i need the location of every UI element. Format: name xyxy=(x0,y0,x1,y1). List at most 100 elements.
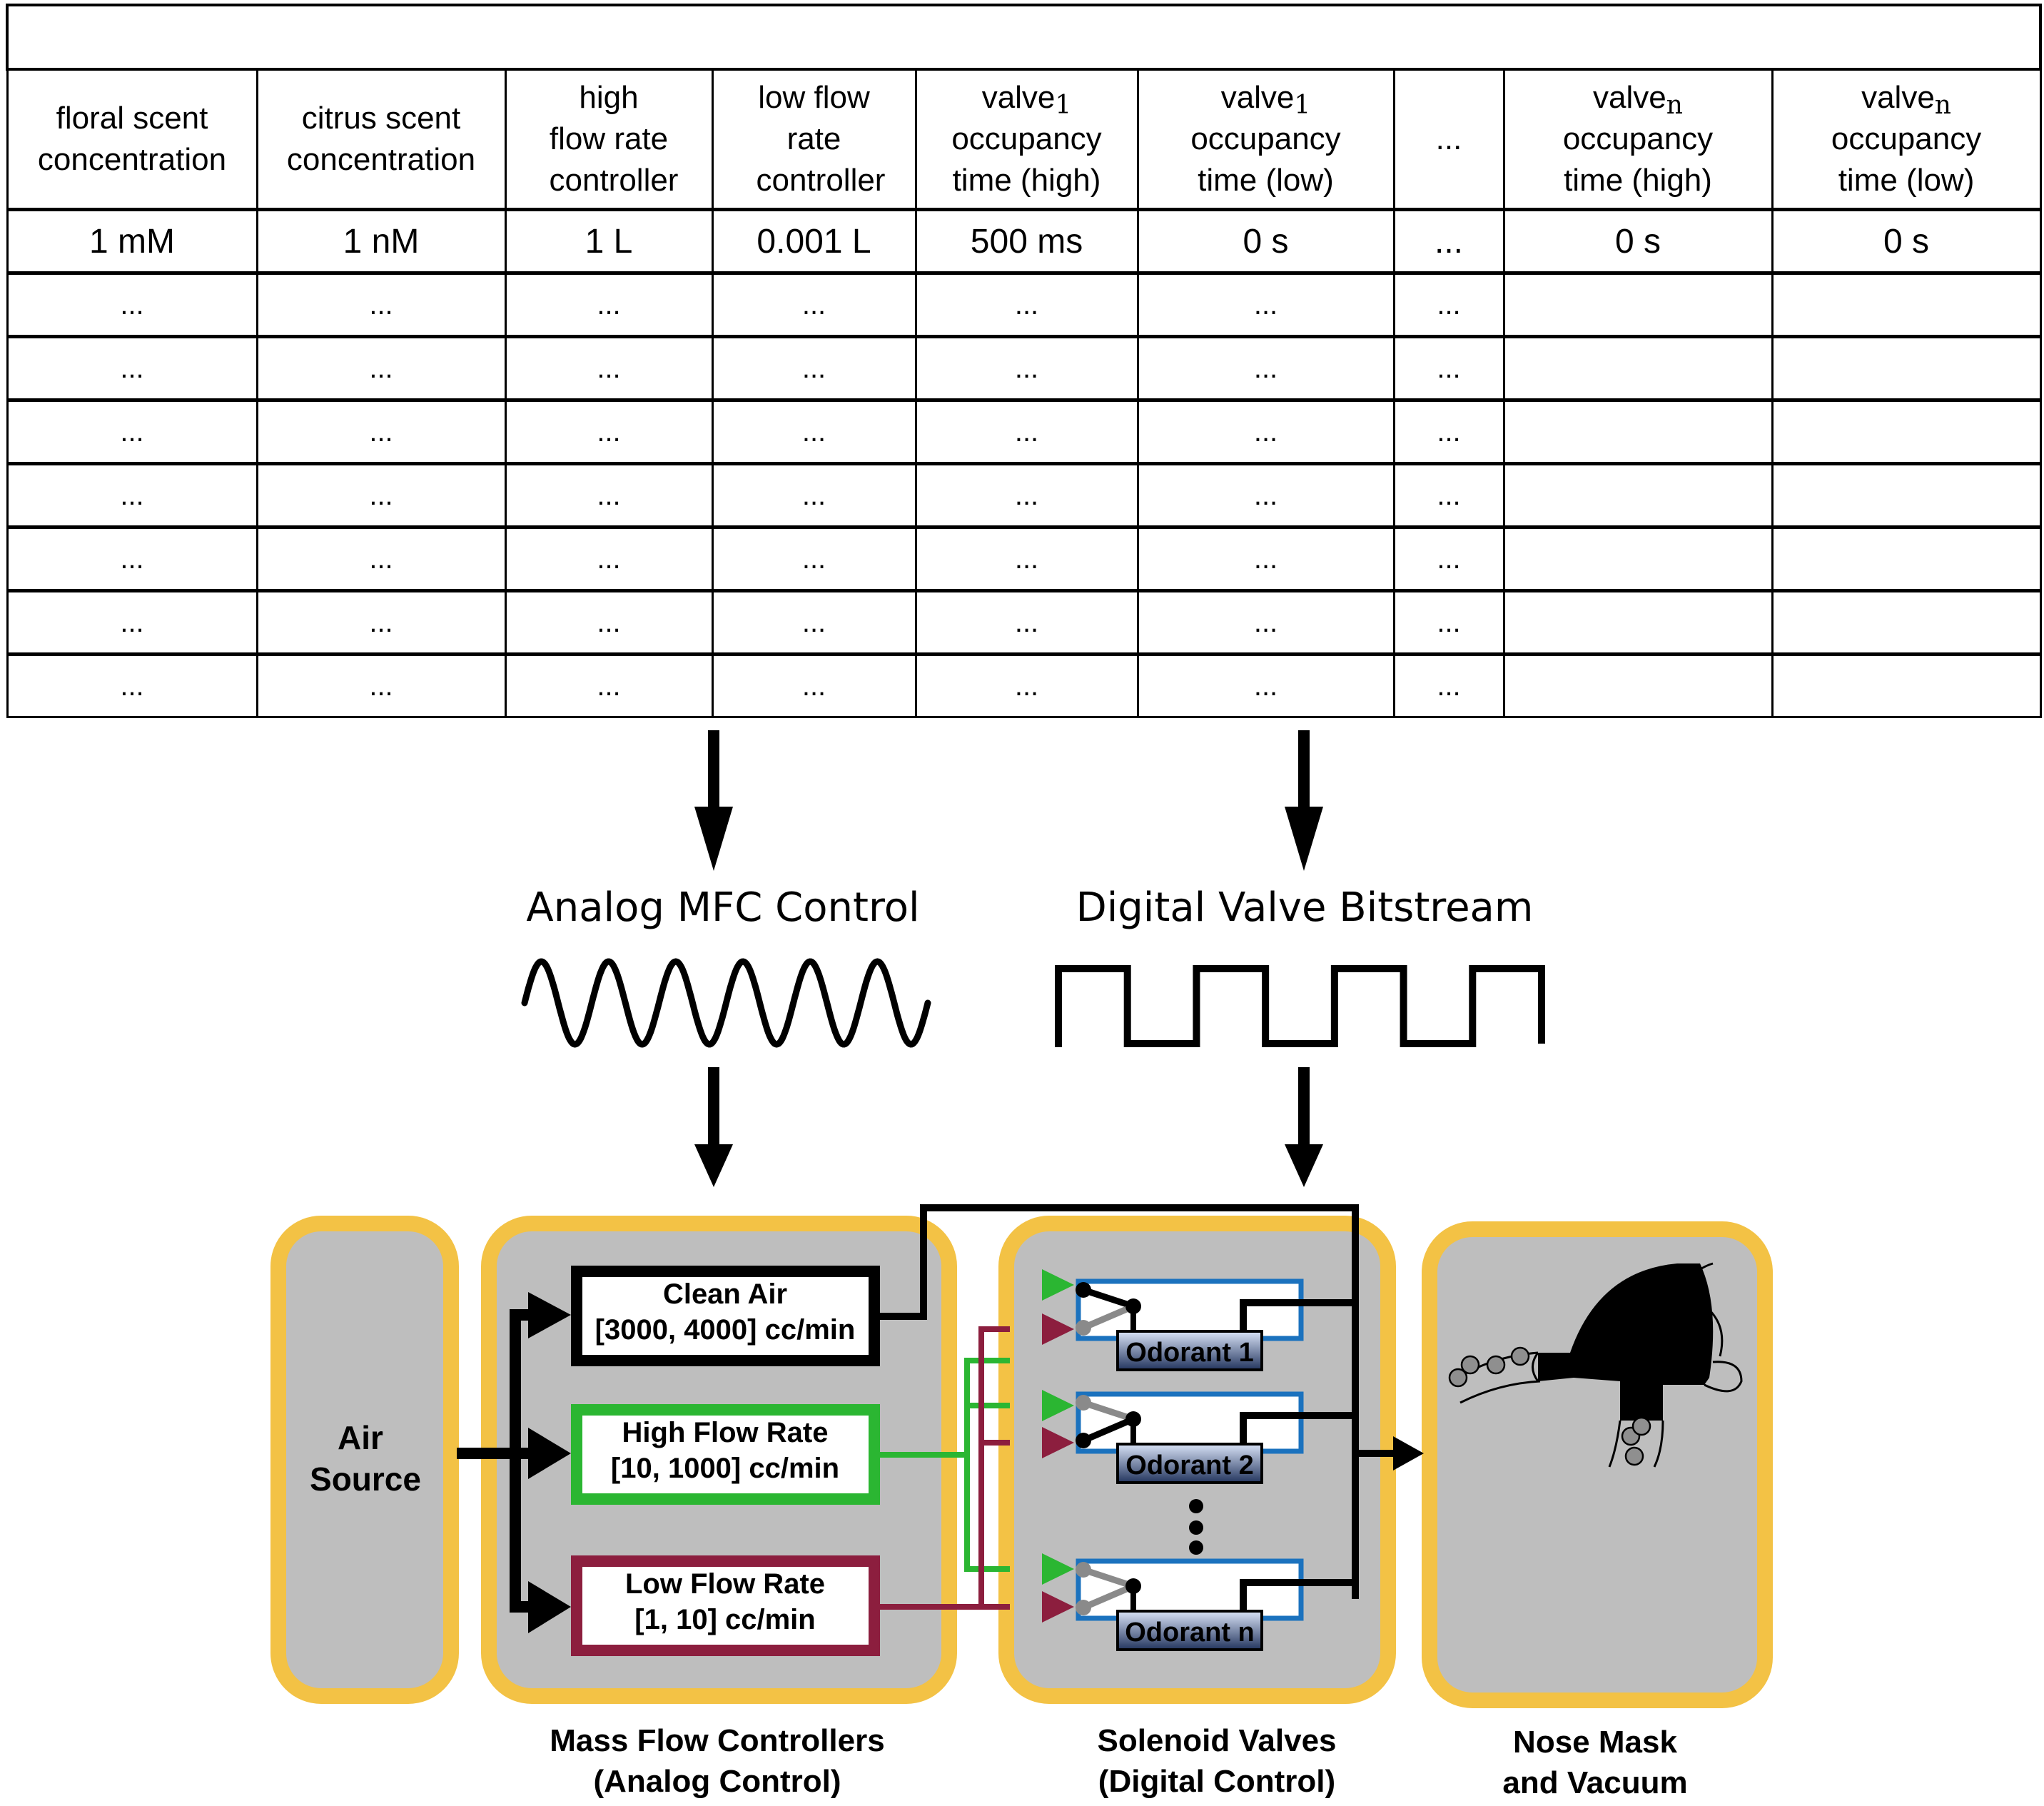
table-row: ..................... xyxy=(6,271,2042,338)
low-flow-manifold xyxy=(880,1326,1010,1610)
table-cell: ... xyxy=(504,652,714,718)
table-cell: 1 mM xyxy=(6,208,258,274)
mfc-caption-1: Mass Flow Controllers xyxy=(550,1723,884,1758)
table-row: ..................... xyxy=(6,335,2042,401)
header-text: ... xyxy=(1435,121,1462,156)
table-cell: ... xyxy=(256,335,507,401)
valve-output-line xyxy=(1240,1579,1355,1613)
table-cell xyxy=(1502,462,1774,528)
table-cell: ... xyxy=(504,589,714,655)
solenoid-valve: Odorant 2 xyxy=(1076,1391,1355,1484)
header-text: occupancy time (high) xyxy=(1562,121,1714,198)
column-header: ... xyxy=(1392,68,1505,211)
flow-arrowhead xyxy=(1042,1390,1074,1421)
switch-high-node xyxy=(1076,1395,1091,1411)
odorant-label-box xyxy=(1116,1443,1263,1484)
analog-signal-label: Analog MFC Control xyxy=(526,884,919,931)
nose-caption-2: and Vacuum xyxy=(1502,1765,1687,1800)
table-cell: ... xyxy=(6,271,258,338)
table-cell: ... xyxy=(6,335,258,401)
table-cell: ... xyxy=(1392,271,1505,338)
header-text: valve xyxy=(1861,80,1935,115)
table-to-digital-arrow xyxy=(1285,730,1323,871)
table-cell xyxy=(1771,271,2042,338)
high-flow-manifold xyxy=(880,1358,1010,1572)
mfc-caption-2: (Analog Control) xyxy=(593,1764,841,1799)
switch-high-arm xyxy=(1082,1566,1135,1590)
header-text: valve xyxy=(1593,80,1666,115)
header-text: floral scent concentration xyxy=(37,101,227,177)
air-source-panel xyxy=(270,1216,459,1704)
table-cell: ... xyxy=(711,335,917,401)
table-cell: ... xyxy=(504,271,714,338)
table-cell: ... xyxy=(504,525,714,592)
header-text: occupancy time (high) xyxy=(951,121,1102,198)
table-cell: 500 ms xyxy=(914,208,1139,274)
table-cell: 0 s xyxy=(1136,208,1395,274)
table-cell xyxy=(1502,525,1774,592)
valve-body xyxy=(1076,1391,1304,1454)
switch-high-arm xyxy=(1082,1399,1135,1423)
switch-low-arm xyxy=(1082,1583,1135,1611)
flow-arrowhead xyxy=(1042,1553,1074,1585)
table-cell: ... xyxy=(914,525,1139,592)
table-cell: ... xyxy=(914,398,1139,465)
table-cell: 0 s xyxy=(1502,208,1774,274)
table-cell: 1 L xyxy=(504,208,714,274)
table-cell: ... xyxy=(914,335,1139,401)
digital-square-wave-icon xyxy=(1055,965,1545,1047)
switch-low-node xyxy=(1076,1600,1091,1615)
nose-caption-1: Nose Mask xyxy=(1513,1725,1677,1760)
clean-air-range: [3000, 4000] cc/min xyxy=(595,1314,856,1346)
header-text: high flow rate controller xyxy=(549,80,679,198)
solenoid-caption-2: (Digital Control) xyxy=(1098,1764,1335,1799)
table-cell xyxy=(1502,271,1774,338)
table-cell: ... xyxy=(256,462,507,528)
parameter-table: floral scent concentration citrus scent c… xyxy=(5,4,2043,718)
digital-signal-label: Digital Valve Bitstream xyxy=(1076,884,1534,931)
table-to-analog-arrow xyxy=(694,730,733,871)
flow-arrowhead xyxy=(1042,1427,1074,1458)
table-cell: ... xyxy=(1136,398,1395,465)
table-cell: ... xyxy=(914,271,1139,338)
table-cell: ... xyxy=(914,652,1139,718)
switch-low-arm xyxy=(1082,1303,1135,1331)
table-cell: ... xyxy=(1392,462,1505,528)
flow-arrowhead xyxy=(1042,1313,1074,1345)
column-header: high flow rate controller xyxy=(504,68,714,211)
column-header: citrus scent concentration xyxy=(256,68,507,211)
header-text: valve xyxy=(1220,80,1295,115)
table-cell: ... xyxy=(1136,589,1395,655)
table-cell: ... xyxy=(1392,525,1505,592)
table-cell: ... xyxy=(711,398,917,465)
table-cell: ... xyxy=(1392,589,1505,655)
table-cell: ... xyxy=(256,271,507,338)
table-cell xyxy=(1771,525,2042,592)
switch-high-node xyxy=(1076,1562,1091,1578)
table-cell: ... xyxy=(711,652,917,718)
odorant-label-box xyxy=(1116,1610,1263,1651)
table-cell: ... xyxy=(6,525,258,592)
table-row: ..................... xyxy=(6,462,2042,528)
table-row: ..................... xyxy=(6,652,2042,718)
switch-low-node xyxy=(1076,1433,1091,1448)
nose-mask-icon xyxy=(1448,1262,1743,1468)
high-flow-title: High Flow Rate xyxy=(622,1417,829,1448)
table-cell: ... xyxy=(711,271,917,338)
table-cell: ... xyxy=(256,525,507,592)
more-valves-ellipsis xyxy=(1189,1499,1203,1555)
table-cell: ... xyxy=(914,462,1139,528)
table-cell xyxy=(1502,335,1774,401)
table-cell: ... xyxy=(256,398,507,465)
analog-sine-wave-icon xyxy=(521,958,931,1048)
table-cell: ... xyxy=(504,462,714,528)
table-cell: ... xyxy=(1136,335,1395,401)
table-cell: ... xyxy=(1136,271,1395,338)
table-cell: 0.001 L xyxy=(711,208,917,274)
table-cell xyxy=(1771,589,2042,655)
table-cell xyxy=(1771,335,2042,401)
